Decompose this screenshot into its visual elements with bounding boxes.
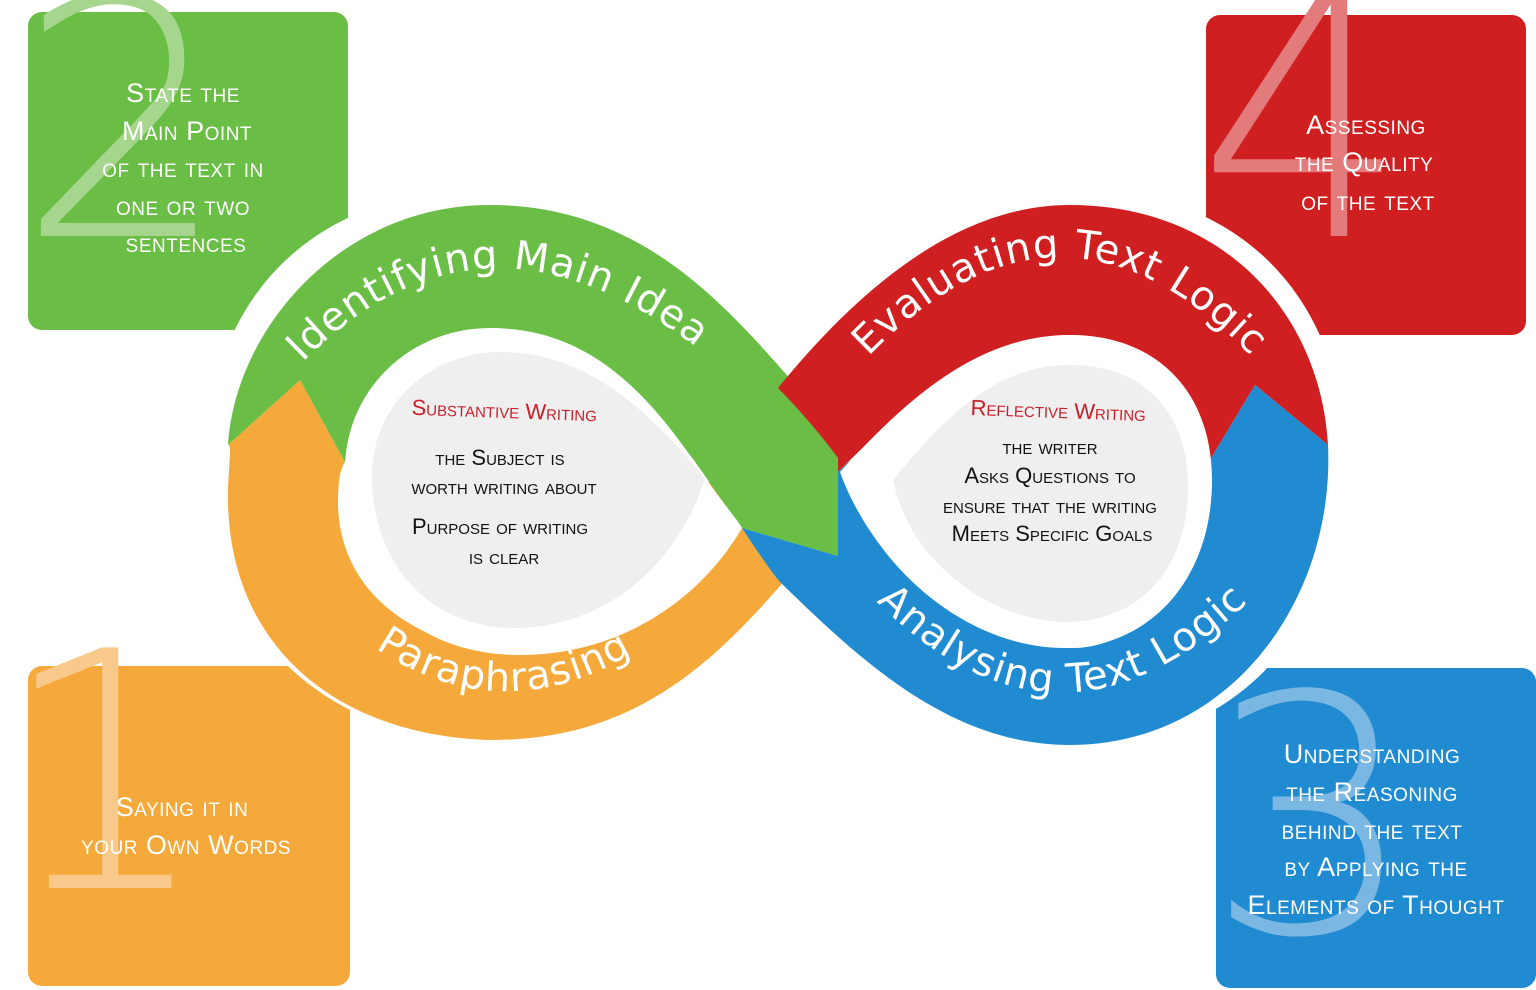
card-3-line-2: the Reasoning [1286,777,1458,807]
card-3-blue: 3 Understanding the Reasoning behind the… [1206,626,1536,990]
card-1-number: 1 [0,582,210,966]
card-2-line-1: State the [126,78,240,108]
card-4-line-1: Assessing [1306,110,1426,140]
right-center-line-2: Asks Questions to [964,463,1135,488]
card-2-green: 2 State the Main Point of the text in on… [18,0,348,330]
left-center-shape [372,352,705,629]
card-1-bg [28,666,350,986]
right-center-shape [893,365,1188,622]
left-center-line-1: the Subject is [435,445,564,470]
card-3-line-5: Elements of Thought [1248,890,1505,920]
card-3-bg [1216,668,1536,988]
card-1-line-2: your Own Words [81,830,291,860]
card-2-line-5: sentences [126,228,247,258]
card-2-number: 2 [18,0,228,314]
band-paraphrasing [227,380,785,740]
card-4-bg [1206,15,1526,335]
card-3-line-4: by Applying the [1284,852,1467,882]
card-3-line-3: behind the text [1282,815,1463,845]
right-center-title: Reflective Writing [970,395,1146,426]
card-2-bg [28,12,348,330]
card-4-red: 4 Assessing the Quality of the text [1198,0,1526,335]
left-center-line-4: is clear [469,544,539,569]
left-center-text: Substantive Writing the Subject is worth… [411,395,597,569]
left-center-line-2: worth writing about [411,474,596,499]
card-4-line-2: the Quality [1295,147,1434,177]
left-center-line-3: Purpose of writing [412,514,588,539]
card-3-line-1: Understanding [1284,739,1461,769]
band-evaluating [778,205,1328,472]
card-2-line-2: Main Point [122,116,252,146]
card-4-line-3: of the text [1301,186,1434,216]
card-1-orange: 1 Saying it in your Own Words [0,582,350,986]
right-center-line-4: Meets Specific Goals [952,521,1153,546]
band-identifying [228,205,838,556]
card-2-line-4: one or two [116,191,250,221]
right-center-text: Reflective Writing the writer Asks Quest… [943,395,1157,546]
card-1-line-1: Saying it in [116,792,249,822]
right-center-line-1: the writer [1002,434,1097,459]
card-2-line-3: of the text in [102,153,263,183]
right-center-line-3: ensure that the writing [943,493,1157,518]
